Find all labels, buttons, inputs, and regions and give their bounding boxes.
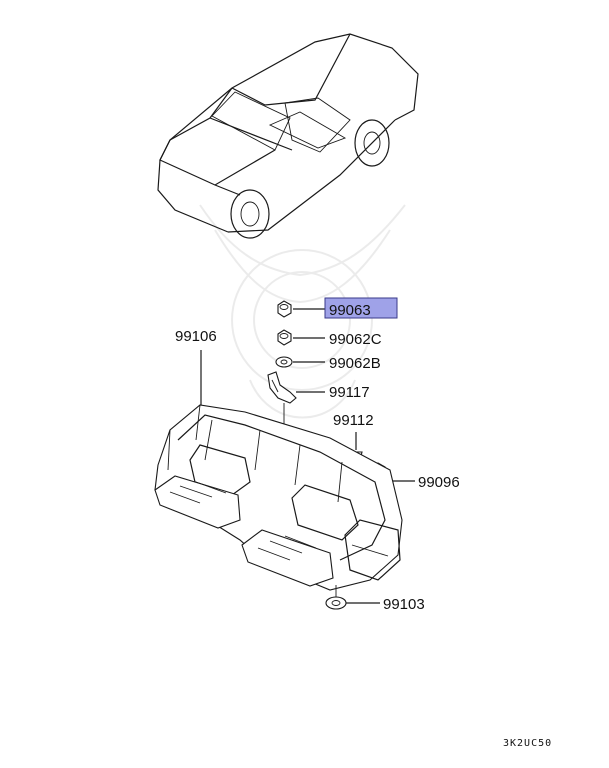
nut-99063-icon [277,300,292,318]
diagram-code: 3K2UC50 [503,738,552,749]
part-label-99063[interactable]: 99063 [329,302,371,319]
part-label-99112[interactable]: 99112 [333,412,374,429]
watermark-emblem [199,204,406,419]
part-label-99103[interactable]: 99103 [383,596,425,613]
part-label-99062c[interactable]: 99062C [329,331,382,348]
part-label-99062b[interactable]: 99062B [329,355,381,372]
washer-99062b-icon [275,356,293,368]
part-label-99106[interactable]: 99106 [175,328,217,345]
floor-panel-99106 [154,404,403,591]
highlight-box-99063 [324,297,398,319]
bracket-99117-icon [267,371,297,404]
part-label-99096[interactable]: 99096 [418,474,460,491]
washer-99103-icon [325,596,347,610]
part-label-99117[interactable]: 99117 [329,384,370,401]
nut-99062c-icon [277,329,292,346]
vehicle-outline [157,33,419,239]
